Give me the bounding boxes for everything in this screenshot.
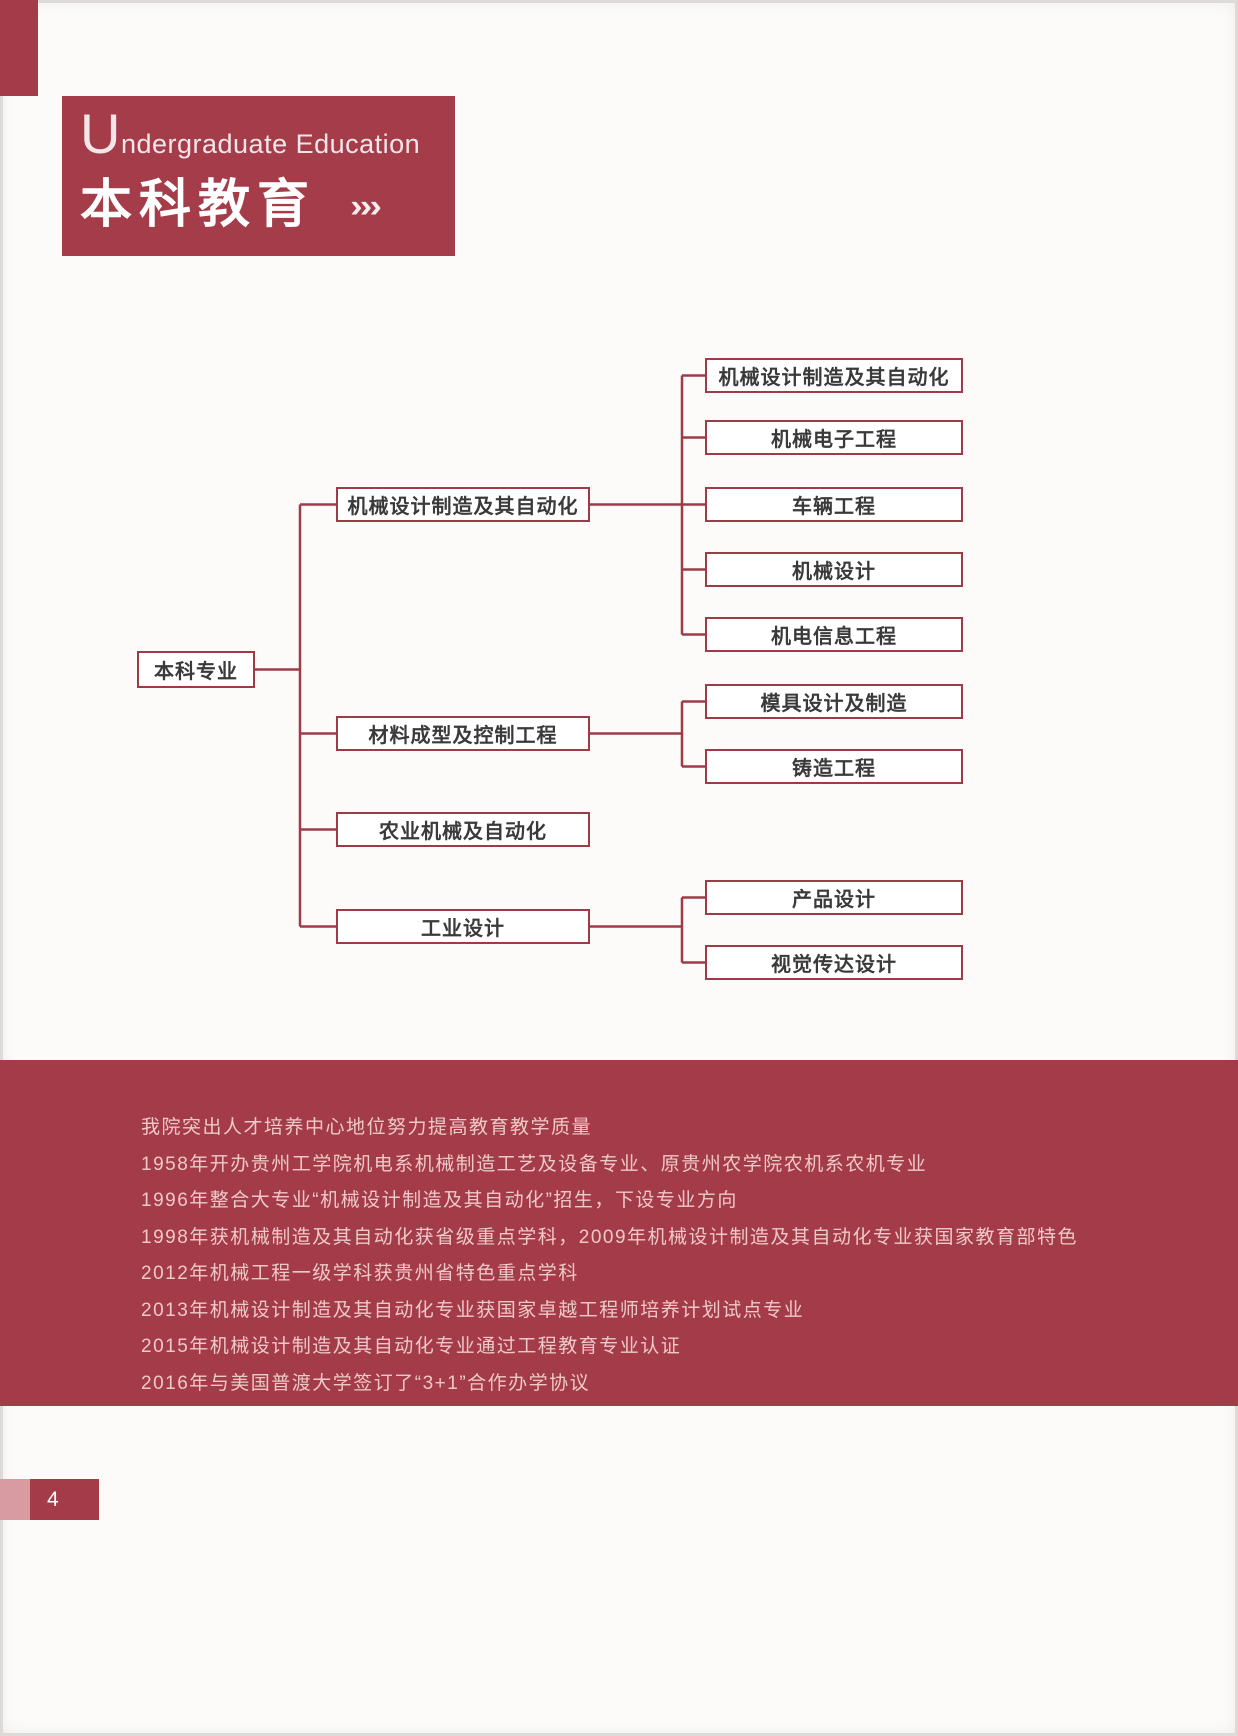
footer-line: 1998年获机械制造及其自动化获省级重点学科，2009年机械设计制造及其自动化专… [141,1226,1079,1248]
corner-accent-block [0,0,38,96]
tree-leaf-node: 机械设计 [705,552,963,587]
tree-connector-lines [255,374,705,964]
tree-root-node: 本科专业 [137,651,255,688]
tree-leaf-node: 机械设计制造及其自动化 [705,358,963,393]
tree-leaf-node: 视觉传达设计 [705,945,963,980]
footer-line: 2015年机械设计制造及其自动化专业通过工程教育专业认证 [141,1336,682,1357]
title-en-initial: U [80,102,121,165]
footer-line: 1958年开办贵州工学院机电系机械制造工艺及设备专业、原贵州农学院农机系农机专业 [141,1153,928,1175]
section-title-zh-row: 本科教育 ››› [80,162,455,237]
tree-branch-node: 工业设计 [336,909,590,944]
tree-branch-node: 农业机械及自动化 [336,812,590,847]
tree-leaf-node: 机械电子工程 [705,420,963,455]
title-en-rest: ndergraduate Education [120,129,421,159]
tree-branch-node: 机械设计制造及其自动化 [336,487,590,522]
footer-line: 1996年整合大专业“机械设计制造及其自动化”招生，下设专业方向 [141,1190,738,1211]
history-text-band: 我院突出人才培养中心地位努力提高教育教学质量 1958年开办贵州工学院机电系机械… [0,1060,1238,1406]
tree-leaf-node: 车辆工程 [705,487,963,522]
section-title-zh: 本科教育 [80,176,317,234]
footer-line: 2016年与美国普渡大学签订了“3+1”合作办学协议 [141,1372,591,1394]
tree-leaf-node: 产品设计 [705,880,963,915]
tree-leaf-node: 模具设计及制造 [705,684,963,719]
chevrons-right-icon: ››› [350,188,382,224]
section-banner: Undergraduate Education 本科教育 ››› [62,96,455,256]
tree-branch-node: 材料成型及控制工程 [336,716,590,751]
tree-leaf-node: 铸造工程 [705,749,963,784]
footer-line: 我院突出人才培养中心地位努力提高教育教学质量 [141,1117,593,1138]
tree-leaf-node: 机电信息工程 [705,617,963,652]
section-title-en: Undergraduate Education [80,106,455,162]
page-number: 4 [30,1479,99,1520]
footer-line: 2013年机械设计制造及其自动化专业获国家卓越工程师培养计划试点专业 [141,1299,805,1321]
footer-line: 2012年机械工程一级学科获贵州省特色重点学科 [141,1263,579,1284]
